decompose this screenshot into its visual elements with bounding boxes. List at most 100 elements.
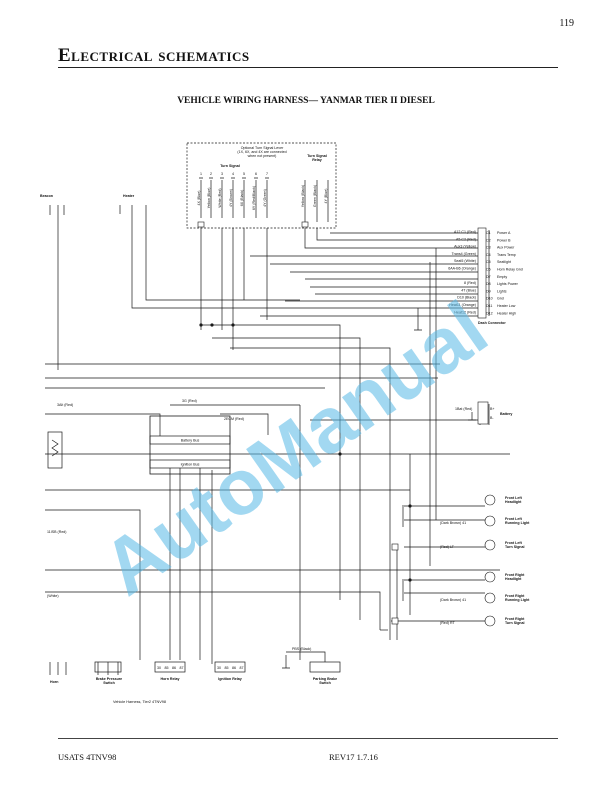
ignition-relay-pin: 30 [217, 666, 221, 670]
front-left-light-name: Front Left [505, 541, 523, 545]
switch-wire-label: White (Red) [218, 188, 222, 207]
left-wire-1: 11ISB (Red) [47, 530, 67, 534]
switch-pin: 4 [232, 172, 234, 176]
dash-pin-id: D8 [486, 282, 491, 286]
switch-pin: 2 [210, 172, 212, 176]
battery-bus-label: Battery Bus [181, 439, 200, 443]
bus-wire-2: 3G (Red) [182, 399, 197, 403]
front-left-light-type: Headlight [505, 500, 522, 504]
horn-relay-pin: 87 [180, 666, 184, 670]
horn-label: Horn [50, 680, 58, 684]
bus-wire-3: 2ECM (Red) [224, 417, 244, 421]
switch-wires: 4X (Blue)Yellow (Blue)White (Red)4Y (Bro… [197, 186, 267, 210]
dash-pin-id: D12 [486, 311, 493, 315]
parking-brake-label-1: Parking Brake [313, 677, 337, 681]
ignition-relay-pin: 85 [225, 666, 229, 670]
relay-wire-label: 4Y (Blue) [324, 189, 328, 204]
dash-pin-name: Seatlight [497, 260, 511, 264]
switch-pin: 3 [221, 172, 223, 176]
turn-signal-label: Turn Signal [220, 164, 240, 168]
beacon-label: Beacon [40, 194, 53, 198]
diagram-caption: Vehicle Harness, Tier2 4TNV98 [113, 700, 166, 704]
dash-pin-wire: 8 (Red) [464, 281, 476, 285]
left-wire-2: (White) [47, 594, 59, 598]
dash-pin-name: Empty [497, 275, 507, 279]
horn-relay-pin: 86 [172, 666, 176, 670]
dash-pin-wire: D10 (Black) [457, 296, 476, 300]
relay-label-2: Relay [312, 158, 322, 162]
dash-pin-id: C3 [486, 246, 491, 250]
front-left-light-name: Front Left [505, 496, 523, 500]
switch-note-2: (1X, 6X, and 4X are connected [237, 150, 286, 154]
switch-note-1: Optional Turn Signal Lever [241, 146, 284, 150]
dash-pin-name: Lights [497, 289, 507, 293]
front-left-light-name: Front Left [505, 517, 523, 521]
switch-pin: 5 [243, 172, 245, 176]
ignition-bus-label: Ignition Bus [181, 463, 200, 467]
switch-wire-label: Yellow (Blue) [207, 188, 211, 209]
switch-pin: 7 [266, 172, 268, 176]
dash-pin-wire: Seat5 (White) [454, 259, 476, 263]
parking-brake-label-2: Switch [319, 681, 331, 685]
dash-pin-wire: Heat12 (Red) [454, 310, 476, 314]
battery-pin-plus: B+ [490, 407, 495, 411]
dash-pin-wire: A12 C1 (Red) [454, 230, 476, 234]
switch-wire-label: 6Y (Red/Black) [252, 186, 256, 210]
ignition-bus [149, 459, 231, 469]
ignition-relay-pin: 87 [240, 666, 244, 670]
dash-pin-name: Gnd [497, 297, 504, 301]
heater-label: Heater [123, 194, 135, 198]
dash-pin-wire: Trans4 (Green) [452, 252, 476, 256]
dash-pin-wire: A5 C2 (Red) [456, 237, 476, 241]
front-left-light-wire: (Dark Brown) 41 [440, 521, 466, 525]
switch-pin: 6 [255, 172, 257, 176]
section-title: Electrical schematics [58, 45, 250, 66]
dash-pin-name: Heater Low [497, 304, 516, 308]
battery-bus [149, 435, 231, 445]
dash-pin-wire: Heat11 (Orange) [449, 303, 476, 307]
page-number: 119 [559, 18, 574, 29]
horn-relay-label: Horn Relay [161, 677, 180, 681]
light-bulbs [484, 494, 496, 627]
front-right-light-type: Turn Signal [505, 621, 525, 625]
front-right-light-wire: (Red) RT [440, 621, 456, 625]
dash-pin-id: D9 [486, 289, 491, 293]
dash-pin-name: Heater High [497, 311, 516, 315]
front-left-light-wire: (Red) LT [440, 545, 455, 549]
front-left-light-type: Running Light [505, 521, 530, 525]
switch-wire-label: 4Y (Green) [263, 189, 267, 207]
switch-box-outline [186, 142, 337, 229]
battery-pin-minus: B- [490, 416, 494, 420]
front-right-light-name: Front Right [505, 594, 525, 598]
battery-label: Battery [500, 412, 512, 416]
footer-right: REV17 1.7.16 [329, 752, 378, 762]
dash-pin-wire: 4T (Blue) [461, 288, 476, 292]
relay-wire-label: Yellow (Black) [301, 185, 305, 207]
dash-pin-id: C4 [486, 253, 491, 257]
switch-wire-label: 6X (Black) [240, 190, 244, 207]
brake-pressure-label-1: Brake Pressure [96, 677, 122, 681]
watermark-logo: AutoManual [86, 284, 502, 612]
brake-pressure-label-2: Switch [103, 681, 115, 685]
wire-lines [45, 142, 510, 675]
ignition-relay-pin: 86 [232, 666, 236, 670]
front-right-light-type: Headlight [505, 577, 522, 581]
footer-rule [58, 738, 558, 739]
dash-pin-id: D7 [486, 275, 491, 279]
switch-note-3: when not present) [248, 154, 277, 158]
relay-label-1: Turn Signal [307, 154, 327, 158]
battery-wire-label: 1Bat (Red) [455, 407, 472, 411]
dash-pin-name: Trans Temp [497, 253, 516, 257]
front-right-light-type: Running Light [505, 598, 530, 602]
switch-wire-label: 4X (Blue) [197, 191, 201, 206]
front-right-light-wire: (Dark Brown) 41 [440, 598, 466, 602]
dash-pin-id: D10 [486, 297, 493, 301]
dash-pin-wire: 6AA-B6 (Orange) [448, 267, 476, 271]
dash-pin-name: Horn Relay Gnd [497, 268, 523, 272]
front-left-light-type: Turn Signal [505, 545, 525, 549]
front-right-light-name: Front Right [505, 573, 525, 577]
